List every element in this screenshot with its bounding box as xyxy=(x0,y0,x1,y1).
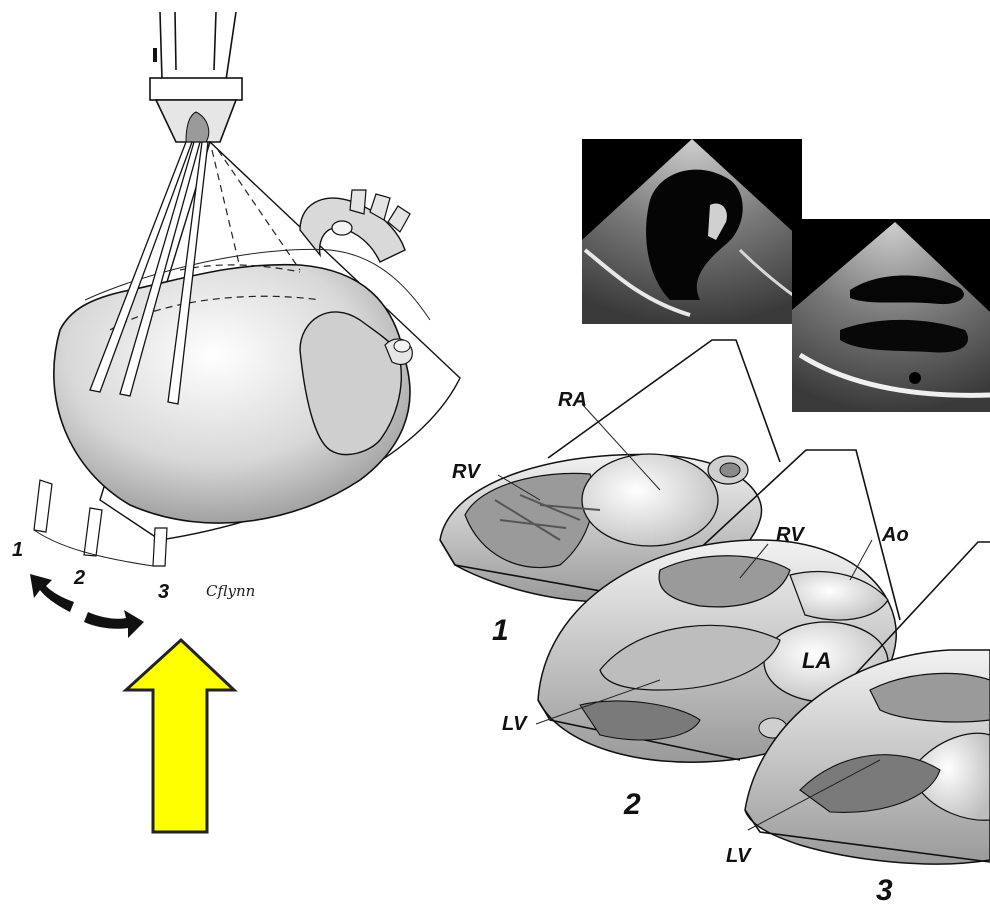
slice-1-label-ra: RA xyxy=(558,389,587,411)
artist-signature: Cflynn xyxy=(206,582,255,600)
slice-1-label-rv: RV xyxy=(452,461,481,483)
slice-2-label-rv: RV xyxy=(776,524,805,546)
slice-2-label-la: LA xyxy=(802,648,831,673)
slice-number-2: 2 xyxy=(623,788,641,821)
curved-arrow-left-icon xyxy=(30,574,74,612)
slice-number-1: 1 xyxy=(492,614,509,647)
slice-3-label-lv: LV xyxy=(726,845,752,867)
yellow-up-arrow-icon xyxy=(126,640,234,832)
slice-number-3: 3 xyxy=(876,874,893,904)
echo-image-1 xyxy=(582,139,802,324)
echo-image-2 xyxy=(792,219,990,412)
position-number-1: 1 xyxy=(12,539,23,561)
position-number-3: 3 xyxy=(158,581,169,603)
transducer-probe xyxy=(150,12,242,142)
position-number-2: 2 xyxy=(73,567,85,589)
curved-arrow-right-icon xyxy=(84,610,144,638)
slice-2-label-lv: LV xyxy=(502,713,528,735)
slice-2-label-ao: Ao xyxy=(881,524,909,546)
